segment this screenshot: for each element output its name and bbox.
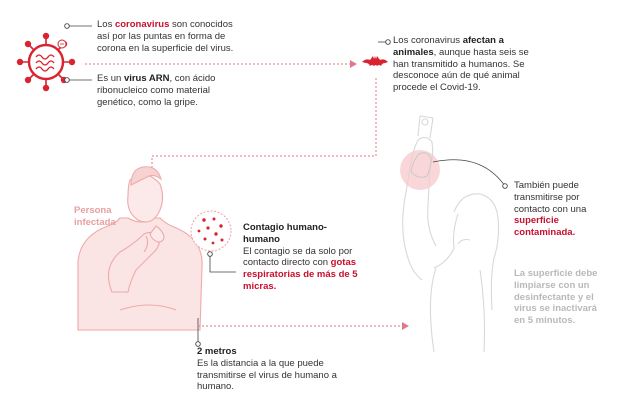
virus-callout-lines	[64, 23, 92, 83]
virus-description-1: Los coronavirus son conocidos así por la…	[97, 19, 234, 54]
bat-callout	[378, 39, 391, 45]
droplets-icon	[190, 210, 232, 252]
contagion-highlight: gotas respiratorias de más de 5 micras.	[243, 257, 358, 292]
surface-text: También puede transmitirse por contacto …	[514, 180, 602, 239]
arrow-bat-to-person	[148, 78, 377, 191]
contagion-title: Contagio humano-humano	[243, 222, 327, 245]
contagion-text: Contagio humano-humano El contagio se da…	[243, 222, 363, 293]
bat-icon	[362, 56, 388, 66]
contagion-body: El contagio se da solo por contacto dire…	[243, 245, 353, 269]
surface-highlight: superficie contaminada.	[514, 215, 576, 239]
contaminated-handle-highlight	[400, 150, 440, 190]
surface-callout	[432, 159, 508, 189]
infected-person-figure	[77, 166, 203, 331]
distance-title: 2 metros	[197, 346, 237, 357]
coronavirus-icon	[16, 32, 76, 92]
animals-description: Los coronavirus afectan a animales, aunq…	[393, 35, 529, 94]
distance-text: 2 metros Es la distancia a la que puede …	[197, 346, 347, 393]
droplets-callout	[207, 251, 236, 273]
distance-arrow	[195, 318, 409, 347]
distance-body: Es la distancia a la que puede transmiti…	[197, 357, 337, 393]
virus-description-2: Es un virus ARN, con ácido ribonucleico …	[97, 73, 216, 108]
infected-person-label: Persona infectada	[74, 205, 116, 228]
surface-body: También puede transmitirse por contacto …	[514, 180, 587, 215]
woman-figure	[402, 115, 500, 353]
surface-note: La superficie debe limpiarse con un desi…	[514, 268, 598, 327]
